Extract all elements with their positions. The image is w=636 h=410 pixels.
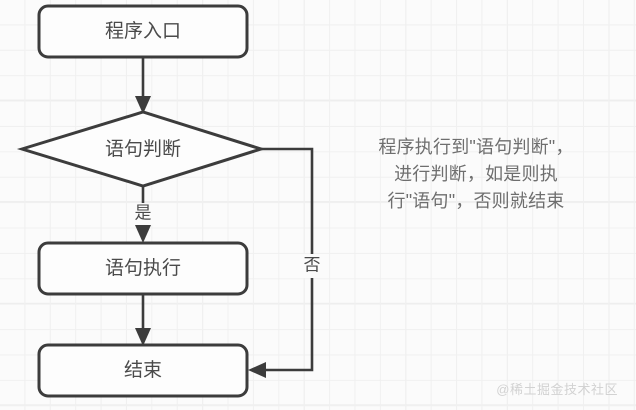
edge-start-to-decision <box>135 57 151 114</box>
node-execute-label: 语句执行 <box>105 257 181 279</box>
node-end-label: 结束 <box>124 359 162 381</box>
arrow-head-icon <box>135 328 151 346</box>
arrow-head-icon <box>135 225 151 243</box>
node-start-shape[interactable] <box>37 4 249 59</box>
node-decision-shape[interactable] <box>16 110 267 188</box>
node-decision-label: 语句判断 <box>105 138 181 160</box>
edge-decision-to-execute: 是 <box>132 186 155 243</box>
node-start-label: 程序入口 <box>105 20 181 42</box>
node-end[interactable]: 结束 <box>37 343 249 398</box>
node-execute-shape[interactable] <box>37 241 249 296</box>
node-execute[interactable]: 语句执行 <box>37 241 249 296</box>
edge-execute-to-end <box>135 293 151 346</box>
edge-label-yes: 是 <box>135 203 152 222</box>
node-decision[interactable]: 语句判断 <box>16 110 267 188</box>
node-start[interactable]: 程序入口 <box>37 4 249 59</box>
explanation-note: 程序执行到"语句判断"， 进行判断，如是则执 行"语句"，否则就结束 <box>378 137 574 211</box>
node-end-shape[interactable] <box>37 343 249 398</box>
arrow-head-icon <box>248 362 266 378</box>
arrow-head-icon <box>135 96 151 114</box>
edge-decision-to-end: 否 <box>248 147 324 378</box>
watermark: @稀土掘金技术社区 <box>496 382 618 397</box>
edge-label-no: 否 <box>304 255 321 274</box>
